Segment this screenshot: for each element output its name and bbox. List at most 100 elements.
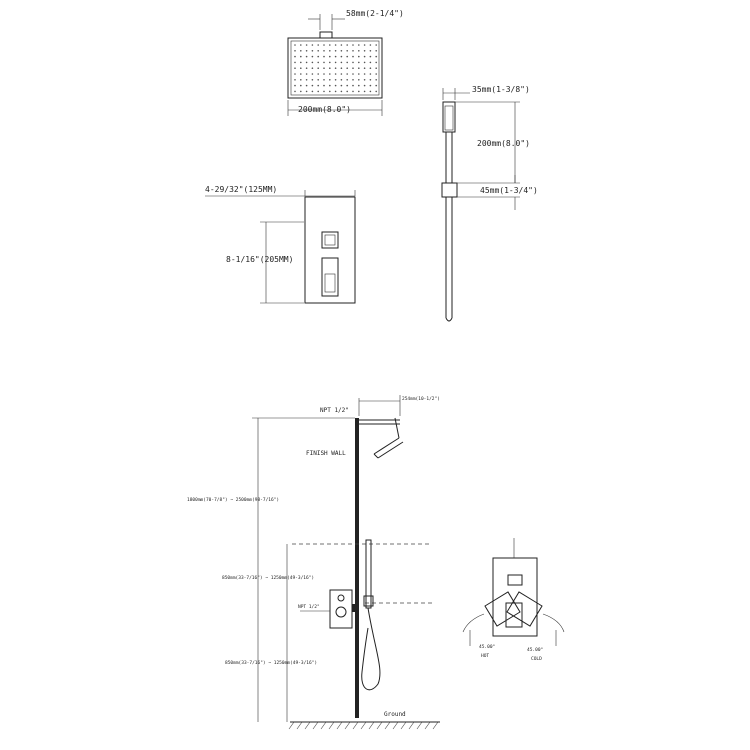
valve-height-label: 850mm(33-7/16") ~ 1250mm(49-3/16")	[225, 660, 317, 666]
head-height-label: 1800mm(70-7/8") ~ 2500mm(98-7/16")	[187, 497, 279, 503]
ground-hatch-line	[424, 721, 431, 730]
handle-detail-plate	[492, 557, 538, 637]
nozzle-dot	[363, 84, 366, 87]
nozzle-dot	[375, 73, 378, 75]
nozzle-dot	[363, 67, 366, 69]
nozzle-dot	[358, 84, 360, 87]
nozzle-dot	[334, 50, 337, 52]
trim-plate-outline	[304, 196, 356, 304]
nozzle-dot	[363, 55, 366, 58]
handle-hot-position	[484, 591, 521, 627]
nozzle-dot	[317, 50, 320, 52]
valve-body	[329, 589, 353, 629]
valve-knob-bottom	[335, 606, 347, 618]
nozzle-dot	[352, 84, 354, 87]
shower-hose	[361, 607, 381, 691]
nozzle-dot	[358, 61, 360, 64]
nozzle-dot	[294, 61, 296, 64]
npt-valve-label: NPT 1/2"	[298, 604, 320, 610]
nozzle-dot	[352, 90, 354, 93]
slide-bar	[365, 539, 372, 609]
ground-hatch-line	[408, 721, 415, 730]
trim-plate-height-label: 8-1/16"(205MM)	[226, 255, 293, 264]
nozzle-dot	[294, 67, 296, 69]
nozzle-dot	[329, 61, 331, 64]
nozzle-dot	[317, 73, 320, 75]
ground-hatch-line	[352, 721, 359, 730]
nozzle-dot	[311, 90, 314, 93]
ground-hatch-line	[416, 721, 423, 730]
hand-shower-width-label: 35mm(1-3/8")	[472, 85, 530, 94]
nozzle-dot	[317, 67, 320, 69]
nozzle-dot	[329, 67, 331, 69]
nozzle-dot	[363, 50, 366, 52]
ground-hatch-line	[360, 721, 367, 730]
ground-hatch-line	[336, 721, 343, 730]
nozzle-dot	[352, 55, 354, 58]
nozzle-dot	[334, 55, 337, 58]
nozzle-dot	[340, 79, 343, 81]
npt-top-label: NPT 1/2"	[320, 407, 349, 414]
nozzle-dot	[369, 61, 372, 64]
ground-hatch-line	[432, 721, 439, 730]
nozzle-dot	[352, 61, 354, 64]
ground-hatch-line	[312, 721, 319, 730]
nozzle-dot	[300, 79, 302, 81]
nozzle-dot	[294, 79, 296, 81]
nozzle-dot	[323, 73, 325, 75]
slide-height-label: 850mm(33-7/16") ~ 1250mm(49-3/16")	[222, 575, 314, 581]
handle-cold-position	[506, 591, 543, 627]
nozzle-dot	[346, 90, 349, 93]
nozzle-dot	[300, 50, 302, 52]
ground-hatch	[288, 721, 439, 730]
nozzle-dot	[305, 67, 308, 69]
ground-hatch-line	[288, 721, 295, 730]
nozzle-dot	[346, 84, 349, 87]
nozzle-dot	[323, 61, 325, 64]
nozzle-dot	[311, 55, 314, 58]
shower-head-width-label: 200mm(8.0")	[298, 105, 351, 114]
nozzle-dot	[300, 55, 302, 58]
angle-hot-label: 45.00°	[479, 644, 496, 650]
nozzle-dot	[375, 55, 378, 58]
nozzle-dot	[317, 44, 320, 46]
hand-shower-side-view: 35mm(1-3/8") 200mm(8.0") 45mm(1-3/4")	[441, 85, 538, 322]
nozzle-dot	[311, 50, 314, 52]
ground-hatch-line	[320, 721, 327, 730]
nozzle-dot	[300, 73, 302, 75]
shower-head-side	[394, 417, 400, 439]
nozzle-dot	[340, 90, 343, 93]
nozzle-dot	[294, 55, 296, 58]
trim-plate-handle	[321, 257, 339, 297]
nozzle-dot	[305, 44, 308, 46]
nozzle-dot	[300, 84, 302, 87]
nozzle-dot	[323, 50, 325, 52]
nozzle-dot	[363, 73, 366, 75]
handle-detail-base	[505, 602, 523, 628]
nozzle-dot	[317, 84, 320, 87]
nozzle-dot	[340, 73, 343, 75]
nozzle-dot	[305, 79, 308, 81]
nozzle-dot	[323, 67, 325, 69]
nozzle-dot	[352, 50, 354, 52]
nozzle-dot	[300, 61, 302, 64]
slide-bar-holder	[363, 595, 374, 607]
nozzle-dot	[340, 50, 343, 52]
nozzle-dot	[346, 67, 349, 69]
nozzle-dot	[311, 67, 314, 69]
hand-shower-holder	[441, 182, 458, 198]
ground-hatch-line	[400, 721, 407, 730]
nozzle-dot	[369, 67, 372, 69]
nozzle-dot	[317, 90, 320, 93]
nozzle-dot	[329, 55, 331, 58]
nozzle-dot	[329, 44, 331, 46]
nozzle-dot	[317, 79, 320, 81]
nozzle-dot	[294, 84, 296, 87]
nozzle-dot	[346, 79, 349, 81]
trim-plate-diverter	[321, 231, 339, 249]
nozzle-dot	[340, 44, 343, 46]
nozzle-dot	[358, 67, 360, 69]
nozzle-dot	[311, 79, 314, 81]
nozzle-dot	[369, 50, 372, 52]
nozzle-dot	[358, 73, 360, 75]
